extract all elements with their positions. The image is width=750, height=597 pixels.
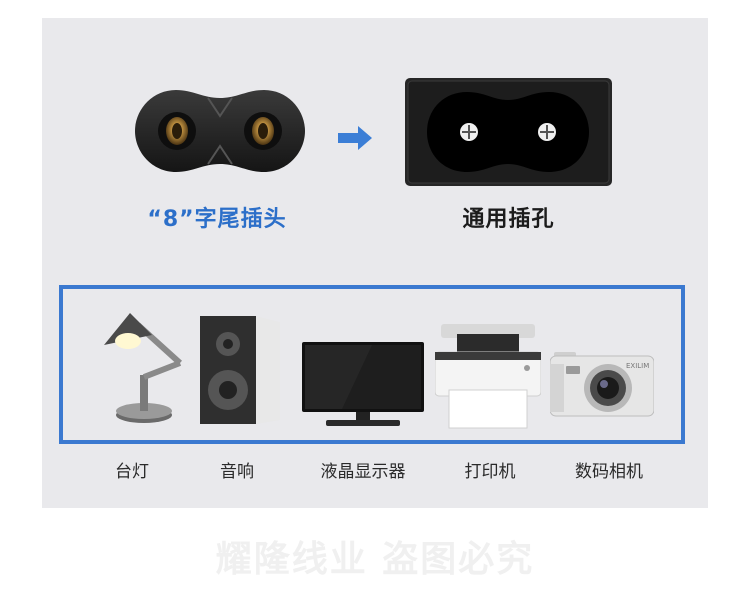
arrow-right-icon <box>338 126 372 154</box>
watermark-text: 耀隆线业 盗图必究 <box>215 539 535 580</box>
lcd-monitor-icon <box>302 342 424 428</box>
printer-icon <box>435 322 541 430</box>
camera-brand: EXILIM <box>626 362 649 370</box>
devices-frame <box>59 285 685 444</box>
device-label-speaker: 音响 <box>220 462 254 482</box>
plug-caption: “8”字尾插头 <box>147 207 287 232</box>
socket-caption: 通用插孔 <box>462 207 555 232</box>
device-label-printer: 打印机 <box>464 462 516 482</box>
speaker-icon <box>200 316 280 426</box>
device-label-lamp: 台灯 <box>115 462 149 482</box>
universal-socket-image <box>405 78 612 186</box>
desk-lamp-icon <box>100 305 192 427</box>
device-label-monitor: 液晶显示器 <box>320 462 406 482</box>
digital-camera-icon: EXILIM <box>550 352 654 418</box>
device-label-camera: 数码相机 <box>575 462 643 482</box>
figure-8-plug-image <box>133 88 307 174</box>
